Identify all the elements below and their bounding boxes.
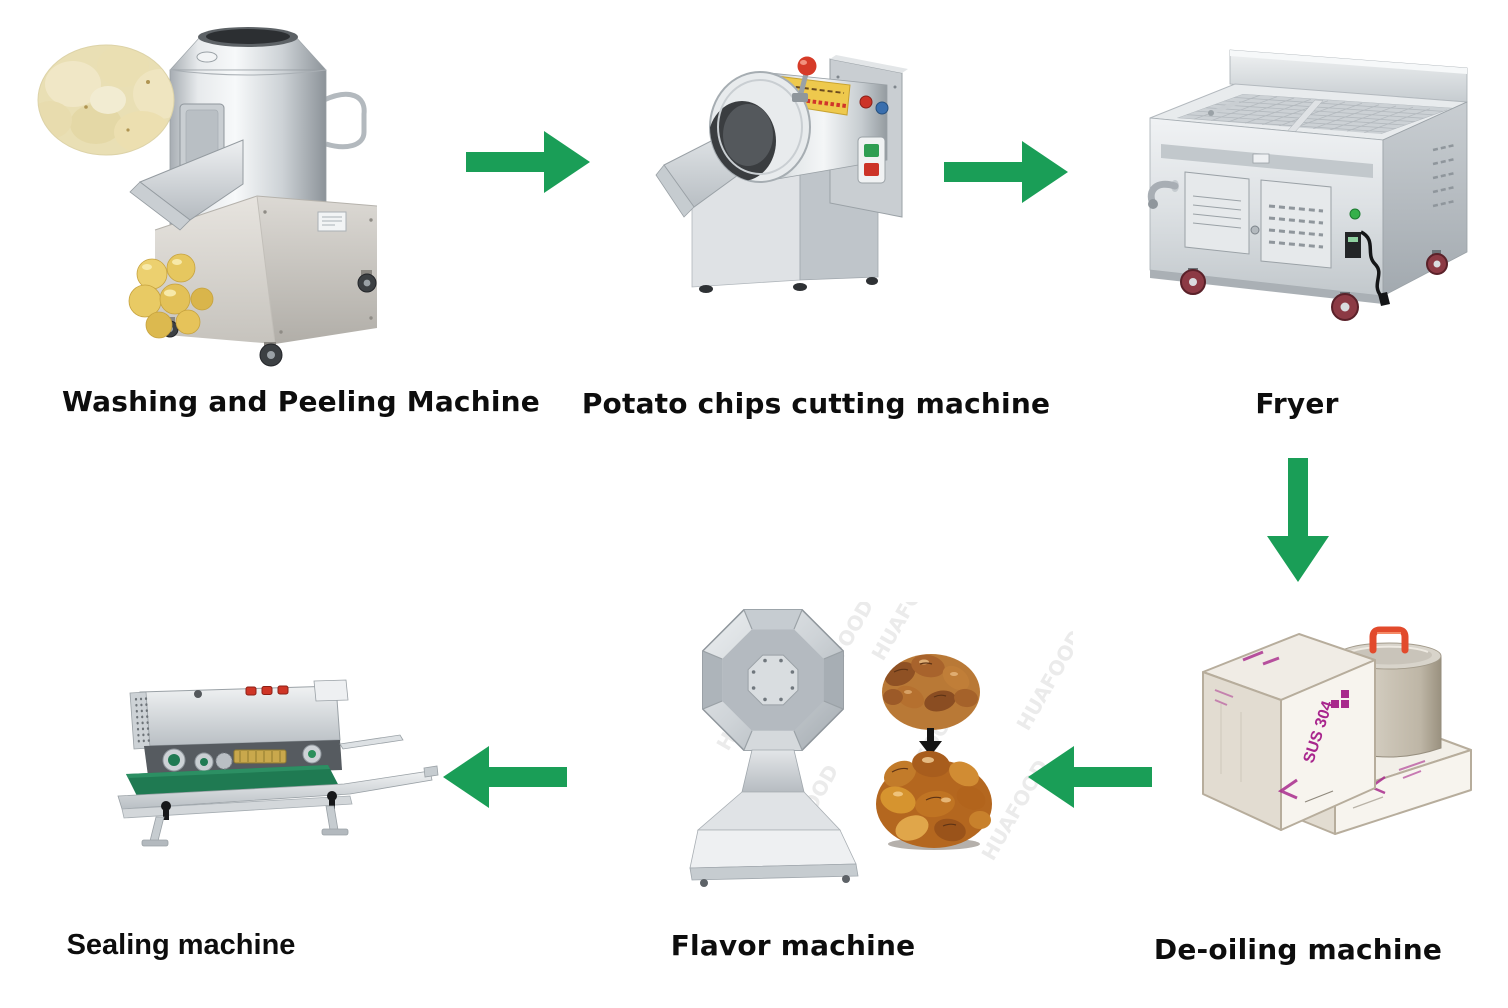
thermostat-box — [1345, 232, 1361, 258]
flow-arrow-right-icon — [944, 139, 1068, 205]
flow-arrow-left-icon — [1028, 744, 1152, 810]
adjust-knob — [194, 690, 202, 698]
fryer-doors — [1184, 171, 1332, 269]
control-buttons — [245, 685, 289, 696]
potato-chips-cutting-machine-image — [650, 45, 950, 345]
lever-red-knob — [797, 56, 817, 76]
deoiling-machine-body: SUS 304 — [1202, 626, 1472, 835]
sealing-machine-body — [117, 679, 439, 847]
caption-sealing-machine: Sealing machine — [66, 929, 296, 961]
de-oiling-machine-image: SUS 304 — [1185, 612, 1485, 872]
washing-machine-body — [128, 27, 378, 367]
bag-guide-bar — [339, 734, 404, 750]
caption-de-oiling-machine: De-oiling machine — [1153, 933, 1443, 966]
svg-text:HUAFOOD: HUAFOOD — [1012, 625, 1073, 734]
film-print-logo — [1331, 690, 1349, 708]
octagonal-drum — [702, 609, 844, 751]
power-cord — [1360, 230, 1383, 298]
fryer-body — [1147, 49, 1468, 321]
potatoes-cluster — [128, 253, 214, 339]
blue-button — [875, 101, 889, 115]
down-arrow-icon — [919, 728, 942, 756]
seasoned-chips-before-oval — [882, 654, 980, 730]
machine-stand — [689, 749, 859, 887]
cutting-machine-body — [655, 55, 908, 293]
caption-washing-peeling-machine: Washing and Peeling Machine — [62, 385, 540, 418]
fryer-machine-image — [1135, 40, 1485, 330]
caption-potato-chips-cutting-machine: Potato chips cutting machine — [581, 387, 1051, 420]
flavor-machine-image: HUAFOOD HUAFOOD HUAFOOD HUAFOOD HUAFOOD … — [688, 602, 1073, 902]
washing-peeling-machine-image — [28, 12, 443, 372]
flow-arrow-left-icon — [443, 744, 567, 810]
caster-wheels — [1180, 250, 1448, 321]
basket-handle — [1369, 626, 1409, 654]
caption-flavor-machine: Flavor machine — [670, 929, 916, 962]
flow-arrow-down-icon — [1265, 458, 1331, 582]
sealing-machine-image — [100, 678, 440, 853]
seasoned-chips-after-pile — [876, 750, 992, 850]
indicator-light — [1349, 208, 1361, 220]
control-pendant — [857, 136, 886, 184]
flow-arrow-right-icon — [466, 129, 590, 195]
red-button — [859, 95, 873, 109]
peeled-potatoes-inset — [37, 44, 175, 156]
caption-fryer: Fryer — [1255, 387, 1339, 420]
